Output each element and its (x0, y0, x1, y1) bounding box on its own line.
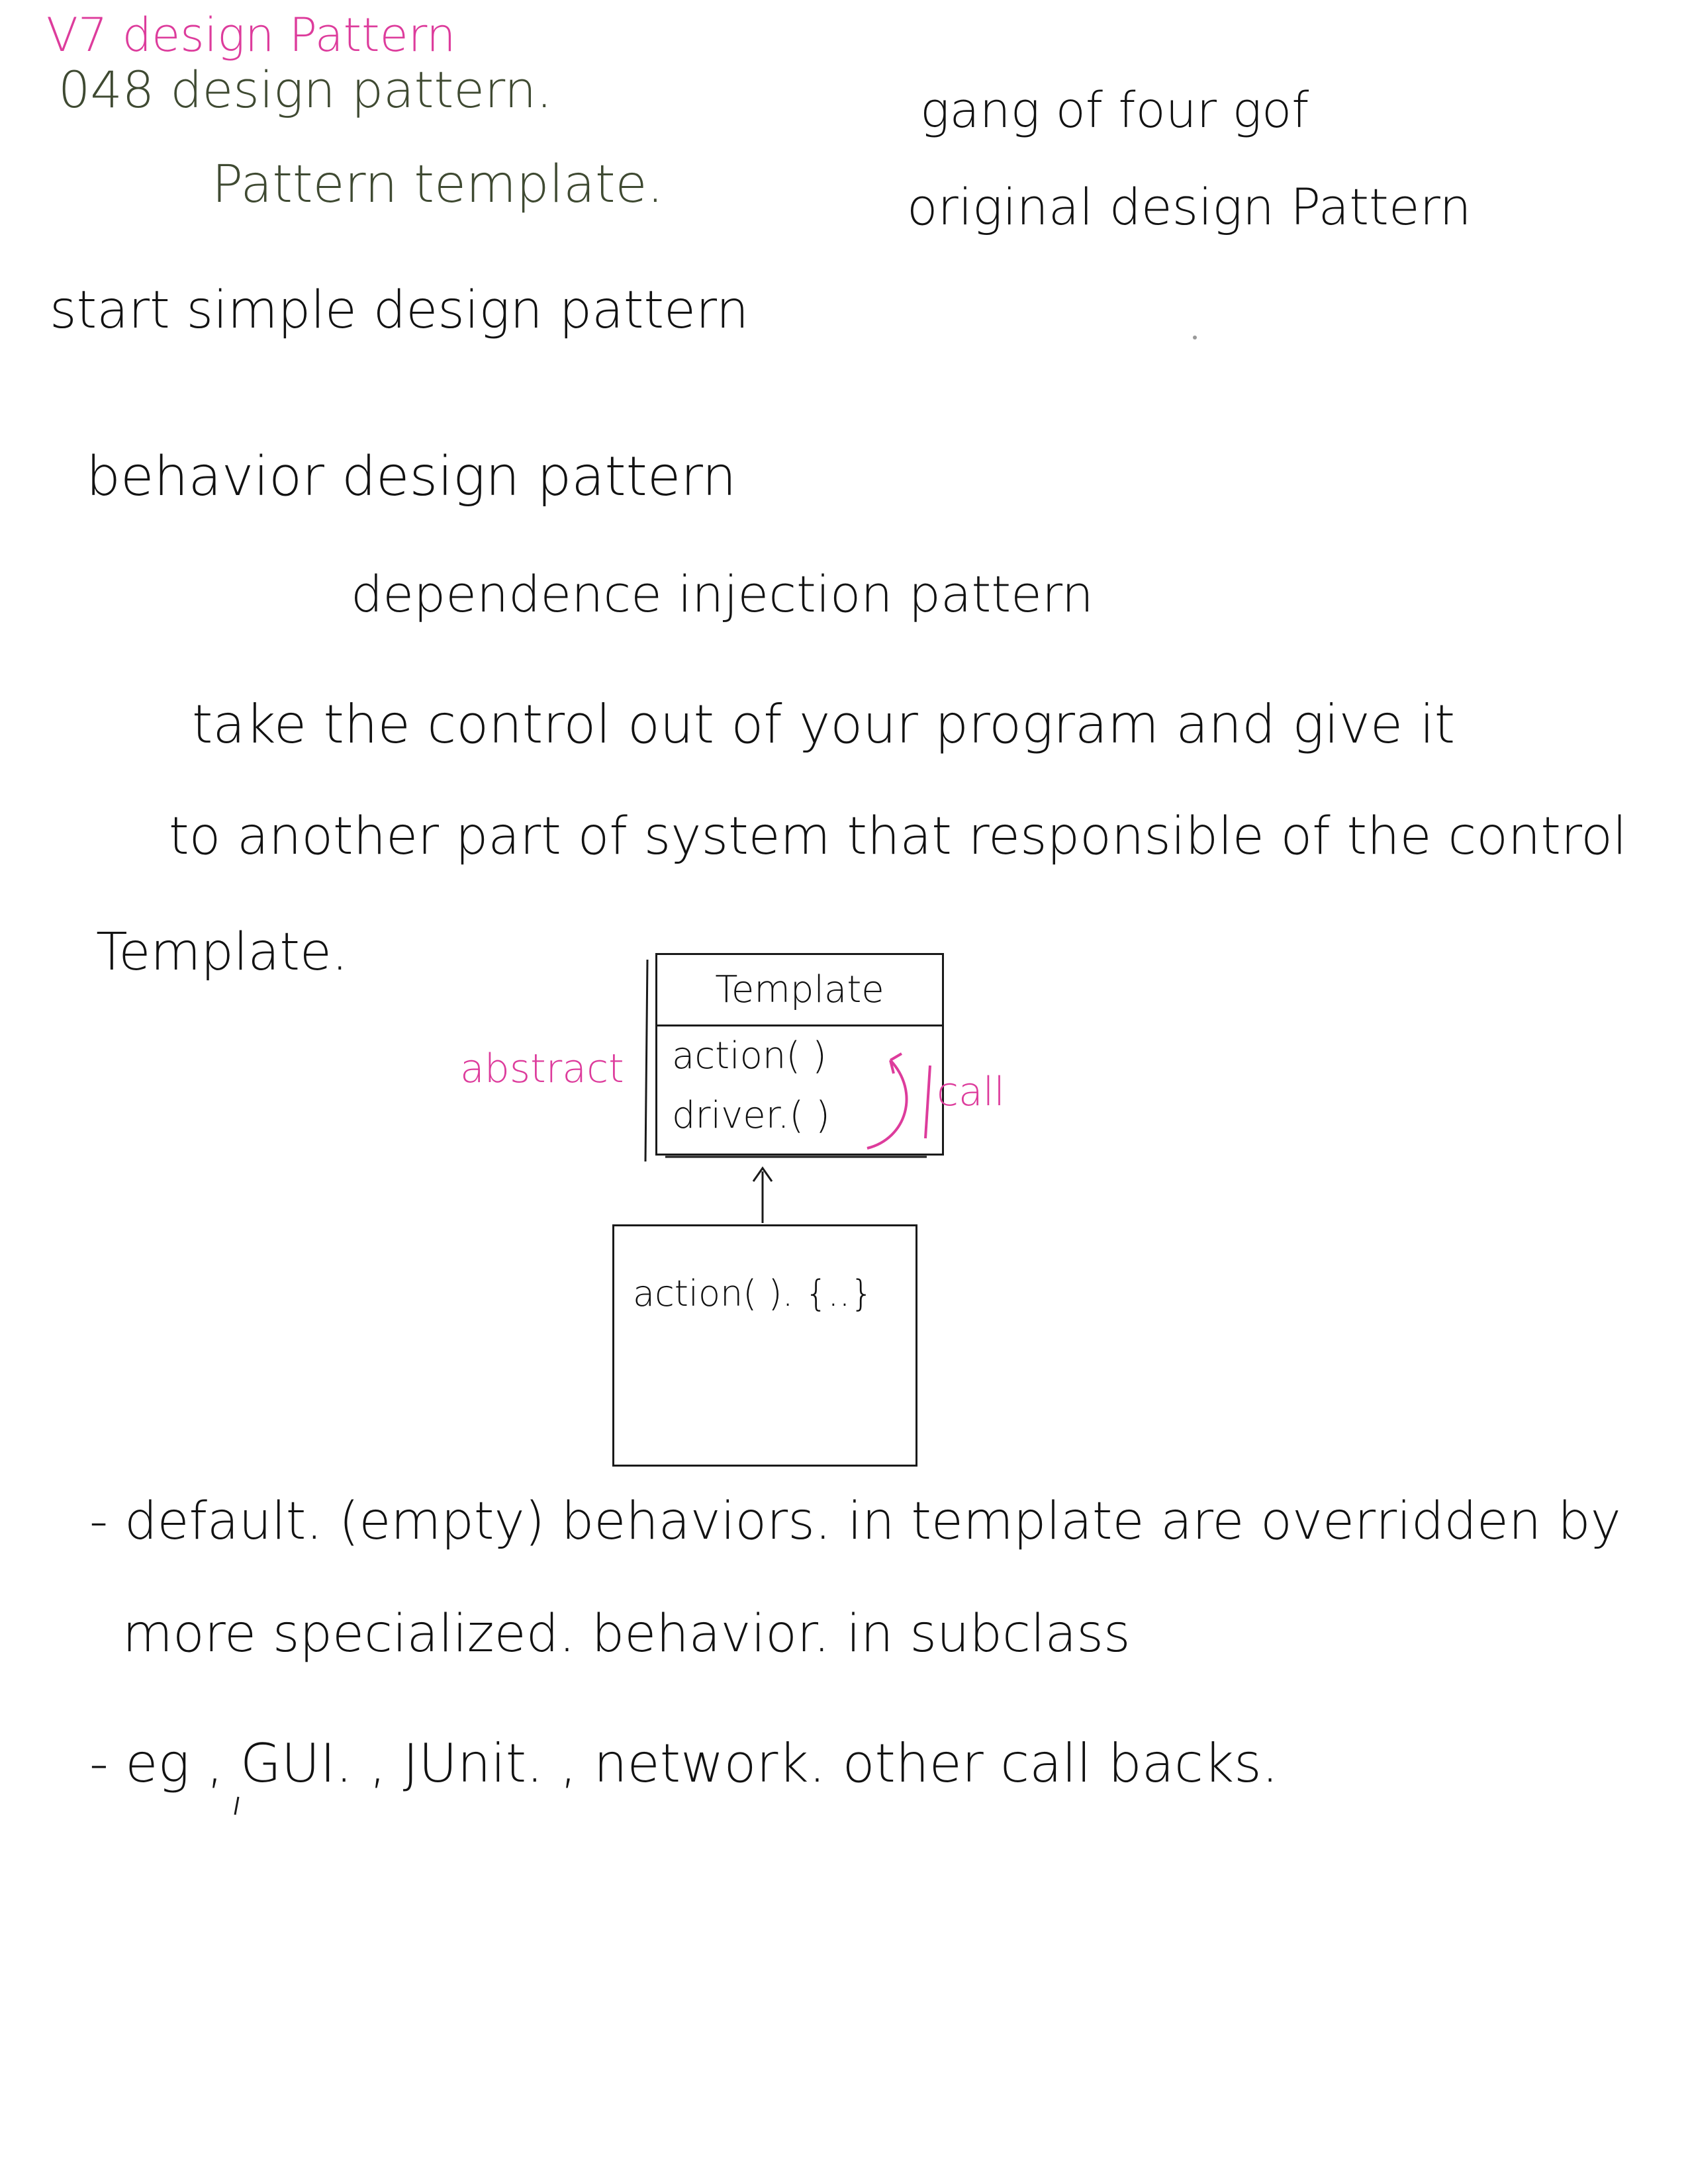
template-method-action: action( ) (672, 1034, 827, 1077)
call-label: call (937, 1069, 1006, 1115)
lesson-subtitle: Pattern template. (212, 155, 664, 214)
control-line-2: to another part of system that responsib… (169, 807, 1627, 866)
abstract-label: abstract (460, 1046, 624, 1092)
control-line-1: take the control out of your program and… (192, 694, 1456, 755)
template-heading: Template. (96, 923, 348, 982)
default-line-1: - default. (empty) behaviors. in templat… (89, 1492, 1621, 1551)
comma-mark (234, 1796, 240, 1815)
dependence-line: dependence injection pattern (351, 565, 1094, 623)
start-line: start simple design pattern (50, 281, 749, 340)
behavior-line: behavior design pattern (86, 445, 737, 508)
lesson-title: 048 design pattern. (58, 60, 553, 119)
template-method-driver: driver.( ) (672, 1094, 830, 1137)
v7-heading: V7 design Pattern (46, 8, 456, 62)
subclass-box: action( ). {..} (612, 1224, 917, 1467)
gof-line: gang of four gof (920, 82, 1309, 139)
default-line-2: more specialized. behavior. in subclass (122, 1604, 1131, 1664)
template-class-box: Template action( ) driver.( ) (655, 953, 944, 1156)
inheritance-arrow-head (752, 1166, 773, 1182)
original-pattern-line: original design Pattern (907, 177, 1472, 236)
abstract-border-line (644, 959, 649, 1162)
subclass-method-action: action( ). {..} (633, 1273, 873, 1314)
small-dot (1193, 336, 1197, 340)
template-class-name: Template (657, 955, 942, 1026)
example-line: - eg , GUI. , JUnit. , network. other ca… (89, 1733, 1279, 1794)
